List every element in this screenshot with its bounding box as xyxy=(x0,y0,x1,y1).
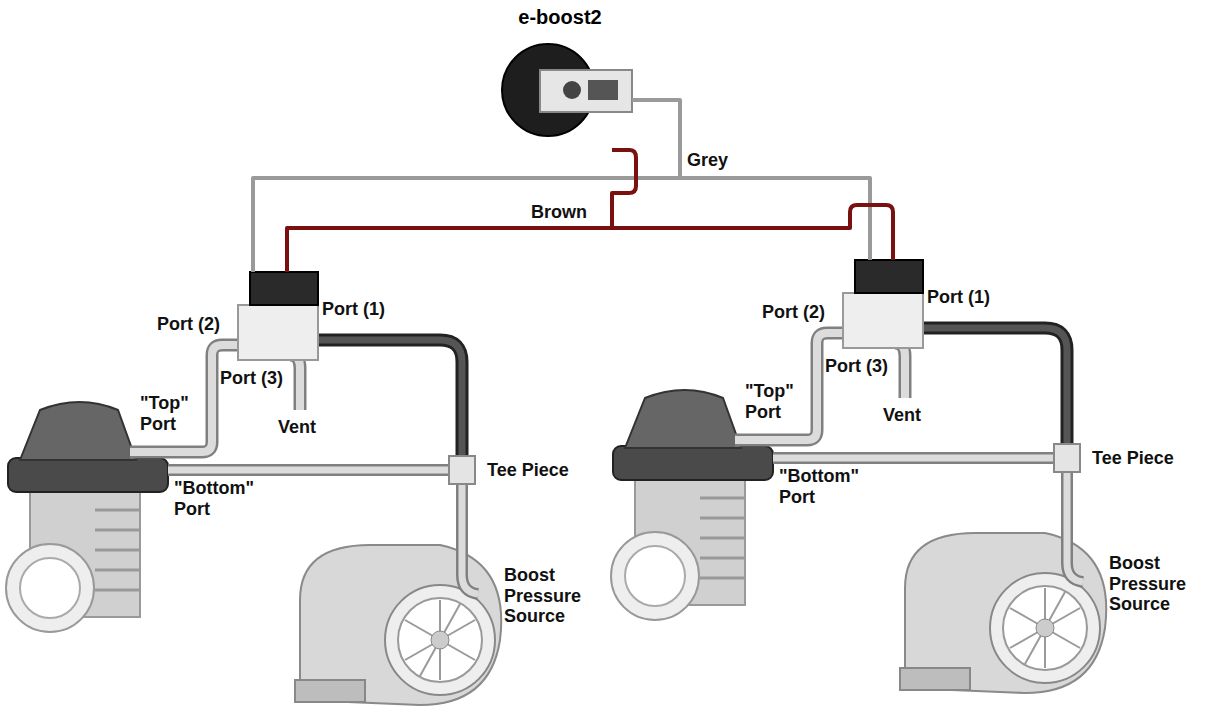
wire-label: Brown xyxy=(531,202,587,223)
vent-label: Vent xyxy=(883,405,921,426)
part-label: Boost Pressure Source xyxy=(504,565,594,627)
wire-label: Grey xyxy=(687,150,728,171)
port-label: "Top" Port xyxy=(140,393,206,434)
unit-heading: e-boost2 xyxy=(490,6,630,29)
port-label: "Bottom" Port xyxy=(779,466,874,507)
port-label: "Top" Port xyxy=(745,381,811,422)
port-label: Port (1) xyxy=(322,299,385,320)
port-label: Port (1) xyxy=(927,287,990,308)
part-label: Tee Piece xyxy=(487,460,569,481)
part-label: Tee Piece xyxy=(1092,448,1174,469)
port-label: Port (2) xyxy=(762,302,825,323)
port-label: "Bottom" Port xyxy=(174,478,269,519)
port-label: Port (3) xyxy=(825,356,888,377)
controller-unit: e-boost2 xyxy=(490,6,630,146)
port-label: Port (2) xyxy=(157,314,220,335)
port-label: Port (3) xyxy=(220,368,283,389)
part-label: Boost Pressure Source xyxy=(1109,553,1199,615)
vent-label: Vent xyxy=(278,417,316,438)
